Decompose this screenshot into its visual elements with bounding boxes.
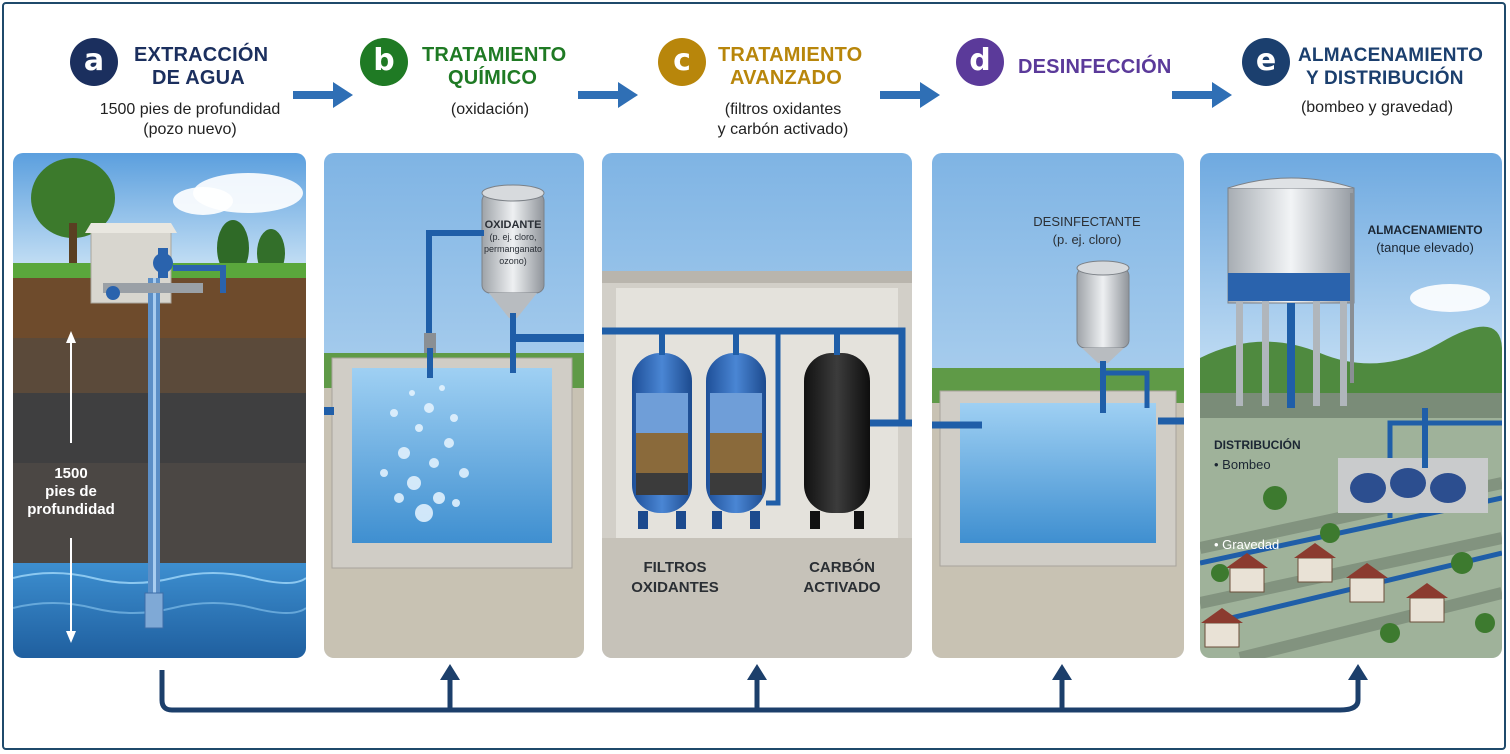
carbon-label-line1: CARBÓN [809,559,875,576]
step-a-title-line2: DE AGUA [152,67,245,89]
step-c-title-line1: TRATAMIENTO [718,44,863,66]
oxidant-tank-label: OXIDANTE (p. ej. cloro, permanganato ozo… [482,219,544,267]
bottom-flow-loop [159,664,1368,713]
step-a-badge: a [70,38,118,86]
distribution-item-pumping: • Bombeo [1214,457,1271,472]
step-b-subtitle: (oxidación) [430,100,550,120]
distribution-title: DISTRIBUCIÓN [1214,438,1301,452]
step-d-header: d DESINFECCIÓN [956,38,1171,148]
disinfectant-label-line1: DESINFECTANTE [1033,214,1141,229]
depth-label: 1500 pies de profundidad [21,465,121,519]
step-a-header: a EXTRACCIÓN DE AGUA 1500 pies de profun… [70,38,300,148]
oxidant-label-line3: permanganato [483,244,543,254]
step-b-badge: b [360,38,408,86]
loop-arrowhead-c [747,664,767,680]
step-e-subtitle: (bombeo y gravedad) [1292,98,1462,118]
oxidant-label-line4: ozono) [499,256,527,266]
flow-arrow-b-c [578,82,638,108]
flow-arrow-d-e [1172,82,1232,108]
filters-label-line2: OXIDANTES [631,579,719,596]
panel-storage-distribution: ALMACENAMIENTO (tanque elevado) DISTRIBU… [1200,153,1502,658]
carbon-label-line2: ACTIVADO [803,579,881,596]
disinfectant-label: DESINFECTANTE (p. ej. cloro) [1022,213,1152,249]
storage-label: ALMACENAMIENTO (tanque elevado) [1350,221,1500,257]
oxidant-label-line2: (p. ej. cloro, [489,232,537,242]
step-b-title-line2: QUÍMICO [448,67,538,89]
step-c-subtitle: (filtros oxidantes y carbón activado) [698,100,868,140]
oxidant-filters-label: FILTROS OXIDANTES [620,558,730,598]
step-e-header: e ALMACENAMIENTO Y DISTRIBUCIÓN (bombeo … [1242,38,1483,148]
step-a-title-line1: EXTRACCIÓN [134,44,269,66]
step-e-badge: e [1242,38,1290,86]
panel-chemical-treatment: OXIDANTE (p. ej. cloro, permanganato ozo… [324,153,584,658]
panel-disinfection: DESINFECTANTE (p. ej. cloro) [932,153,1184,658]
step-e-title: ALMACENAMIENTO Y DISTRIBUCIÓN [1298,44,1483,90]
step-b-title: TRATAMIENTO QUÍMICO [422,44,566,90]
step-c-badge: c [658,38,706,86]
depth-label-line3: profundidad [27,501,115,518]
well-illustration [13,153,306,658]
loop-arrowhead-d [1052,664,1072,680]
panel-advanced-treatment: FILTROS OXIDANTES CARBÓN ACTIVADO [602,153,912,658]
step-c-subtitle-line1: (filtros oxidantes [724,101,842,118]
step-c-title: TRATAMIENTO AVANZADO [718,44,862,90]
loop-arrowhead-b [440,664,460,680]
step-a-subtitle: 1500 pies de profundidad (pozo nuevo) [90,100,290,140]
step-d-title-line1: DESINFECCIÓN [1018,56,1172,78]
disinfection-tank-illustration [932,153,1184,658]
disinfectant-label-line2: (p. ej. cloro) [1052,232,1122,247]
flow-arrow-a-b [293,82,353,108]
panel-water-extraction: 1500 pies de profundidad [13,153,306,658]
depth-label-line2: pies de [45,483,97,500]
distribution-item-gravity: • Gravedad [1214,537,1280,552]
step-c-title-line2: AVANZADO [730,67,842,89]
activated-carbon-label: CARBÓN ACTIVADO [792,558,892,598]
step-a-title: EXTRACCIÓN DE AGUA [134,44,268,90]
storage-label-line1: ALMACENAMIENTO [1367,223,1483,237]
step-c-subtitle-line2: y carbón activado) [717,121,849,138]
step-a-subtitle-line1: 1500 pies de profundidad [99,101,281,118]
loop-arrowhead-e [1348,664,1368,680]
step-b-subtitle-line1: (oxidación) [450,101,530,118]
step-e-subtitle-line1: (bombeo y gravedad) [1300,99,1454,116]
flow-arrow-c-d [880,82,940,108]
storage-distribution-illustration [1200,153,1502,658]
oxidant-label-line1: OXIDANTE [484,219,542,231]
filters-label-line1: FILTROS [643,559,707,576]
step-e-title-line1: ALMACENAMIENTO [1298,45,1484,66]
storage-label-line2: (tanque elevado) [1376,240,1474,255]
step-d-badge: d [956,38,1004,86]
step-d-title: DESINFECCIÓN [1018,56,1172,79]
step-a-subtitle-line2: (pozo nuevo) [143,121,237,138]
filters-illustration [602,153,912,658]
step-b-title-line1: TRATAMIENTO [422,44,567,66]
oxidation-tank-illustration [324,153,584,658]
depth-label-line1: 1500 [54,465,88,482]
step-e-title-line2: Y DISTRIBUCIÓN [1306,68,1464,89]
distribution-label: DISTRIBUCIÓN • Bombeo [1214,435,1354,475]
step-b-header: b TRATAMIENTO QUÍMICO (oxidación) [360,38,570,148]
step-c-header: c TRATAMIENTO AVANZADO (filtros oxidante… [658,38,868,148]
